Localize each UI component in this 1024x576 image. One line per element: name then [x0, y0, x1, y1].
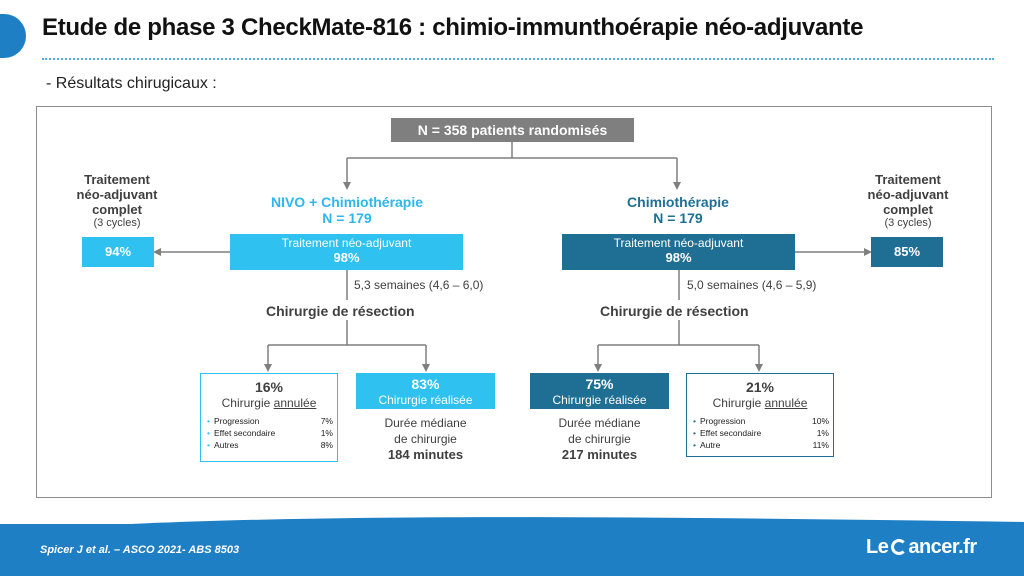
right-completed-value-box: 85% [871, 237, 943, 267]
left-cancelled-pct: 16% [254, 379, 284, 395]
page-title: Etude de phase 3 CheckMate-816 : chimio-… [42, 14, 864, 41]
left-surgery-title: Chirurgie de résection [266, 303, 415, 319]
right-completed-cycles: (3 cycles) [884, 217, 932, 229]
left-weeks-label: 5,3 semaines (4,6 – 6,0) [354, 278, 484, 292]
left-treatment-value: 98% [333, 250, 360, 265]
right-completed-line2: néo-adjuvant [867, 187, 949, 202]
right-completed-line3: complet [883, 202, 933, 217]
lecancer-logo[interactable]: Le ancer.fr [866, 536, 977, 559]
randomized-patients-box: N = 358 patients randomisés [391, 118, 634, 142]
left-duration-value: 184 minutes [387, 447, 464, 462]
left-performed-box: 83% Chirurgie réalisée [356, 373, 495, 409]
diagram-frame [36, 106, 992, 498]
logo-ring-icon [891, 539, 908, 555]
left-duration-line1: Durée médiane [384, 416, 467, 430]
right-performed-label: Chirurgie réalisée [552, 393, 647, 407]
right-performed-box: 75% Chirurgie réalisée [530, 373, 669, 409]
left-arm-title: NIVO + Chimiothérapie N = 179 [247, 194, 447, 226]
right-duration-value: 217 minutes [561, 447, 638, 462]
left-cancelled-label: Chirurgie annulée [221, 396, 317, 410]
right-treatment-value: 98% [665, 250, 692, 265]
right-arm-title: Chimiothérapie N = 179 [578, 194, 778, 226]
right-treatment-label: Traitement néo-adjuvant [613, 236, 744, 250]
left-duration: Durée médiane de chirurgie 184 minutes [356, 415, 495, 463]
right-duration-line2: de chirurgie [568, 432, 631, 446]
right-duration: Durée médiane de chirurgie 217 minutes [530, 415, 669, 463]
left-performed-pct: 83% [411, 376, 440, 392]
right-completed-line1: Traitement [875, 172, 941, 187]
right-cancelled-label: Chirurgie annulée [712, 396, 808, 410]
right-surgery-title: Chirurgie de résection [600, 303, 749, 319]
right-weeks-label: 5,0 semaines (4,6 – 5,9) [687, 278, 817, 292]
left-performed-label: Chirurgie réalisée [378, 393, 473, 407]
left-completed-line1: Traitement [84, 172, 150, 187]
left-treatment-label: Traitement néo-adjuvant [281, 236, 412, 250]
left-treatment-box: Traitement néo-adjuvant 98% [230, 234, 463, 270]
right-cancelled-pct: 21% [745, 379, 775, 395]
right-arm-n: N = 179 [653, 210, 703, 226]
left-duration-line2: de chirurgie [394, 432, 457, 446]
logo-text-left: Le [866, 536, 889, 558]
right-treatment-box: Traitement néo-adjuvant 98% [562, 234, 795, 270]
section-subtitle: - Résultats chirugicaux : [46, 75, 217, 92]
right-performed-pct: 75% [585, 376, 614, 392]
left-completed-line3: complet [92, 202, 142, 217]
title-divider [42, 58, 994, 60]
right-duration-line1: Durée médiane [558, 416, 641, 430]
left-completed-cycles: (3 cycles) [93, 217, 141, 229]
left-completed-heading: Traitement néo-adjuvant complet (3 cycle… [62, 172, 172, 230]
left-completed-value-box: 94% [82, 237, 154, 267]
footer-band [0, 524, 1024, 576]
right-completed-heading: Traitement néo-adjuvant complet (3 cycle… [853, 172, 963, 230]
left-arm-n: N = 179 [322, 210, 372, 226]
left-arm-name: NIVO + Chimiothérapie [270, 194, 424, 210]
left-completed-line2: néo-adjuvant [76, 187, 158, 202]
logo-text-right: ancer.fr [908, 536, 977, 558]
footer-reference: Spicer J et al. – ASCO 2021- ABS 8503 [40, 544, 240, 556]
right-arm-name: Chimiothérapie [627, 194, 729, 210]
